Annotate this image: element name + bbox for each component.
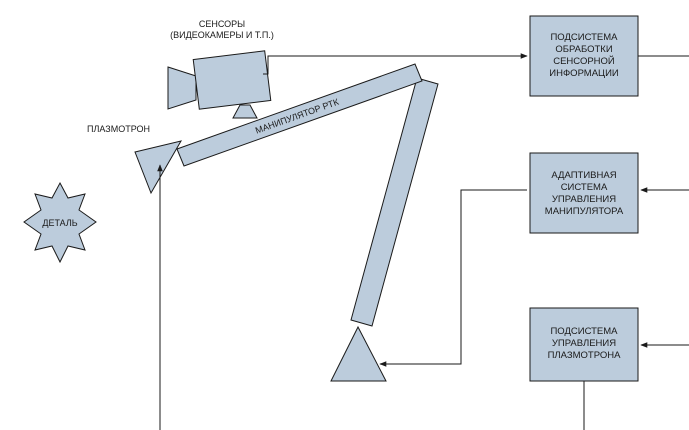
plasmatron-control-line2: УПРАВЛЕНИЯ (552, 338, 616, 349)
adaptive-control-line1: АДАПТИВНАЯ (551, 170, 616, 181)
sensor-processing-box: ПОДСИСТЕМА ОБРАБОТКИ СЕНСОРНОЙ ИНФОРМАЦИ… (530, 16, 638, 96)
sensors-label-line2: (ВИДЕОКАМЕРЫ И Т.П.) (170, 30, 274, 40)
adaptive-control-line4: МАНИПУЛЯТОРА (545, 206, 624, 217)
sensor-processing-line3: СЕНСОРНОЙ (553, 55, 615, 67)
plasmatron-control-box: ПОДСИСТЕМА УПРАВЛЕНИЯ ПЛАЗМОТРОНА (530, 308, 638, 381)
adaptive-control-line3: УПРАВЛЕНИЯ (552, 194, 616, 205)
sensors-label-line1: СЕНСОРЫ (199, 19, 245, 29)
adaptive-control-line2: СИСТЕМА (561, 182, 608, 193)
adaptive-control-box: АДАПТИВНАЯ СИСТЕМА УПРАВЛЕНИЯ МАНИПУЛЯТО… (530, 153, 638, 233)
detail-star: ДЕТАЛЬ (24, 183, 96, 262)
plasmatron-label: ПЛАЗМОТРОН (87, 124, 150, 134)
manipulator-label: МАНИПУЛЯТОР РТК (254, 97, 341, 136)
manipulator-vertical-arm (351, 78, 438, 326)
sensor-processing-line1: ПОДСИСТЕМА (550, 32, 618, 43)
detail-label: ДЕТАЛЬ (42, 218, 77, 228)
sensor-processing-line2: ОБРАБОТКИ (555, 44, 613, 55)
plasmatron-control-line3: ПЛАЗМОТРОНА (548, 350, 622, 361)
plasmatron-control-line1: ПОДСИСТЕМА (550, 326, 618, 337)
manipulator-base (331, 327, 386, 381)
sensor-processing-line4: ИНФОРМАЦИИ (549, 68, 619, 79)
camera-icon (168, 51, 271, 118)
plasmatron-shape (135, 141, 181, 193)
